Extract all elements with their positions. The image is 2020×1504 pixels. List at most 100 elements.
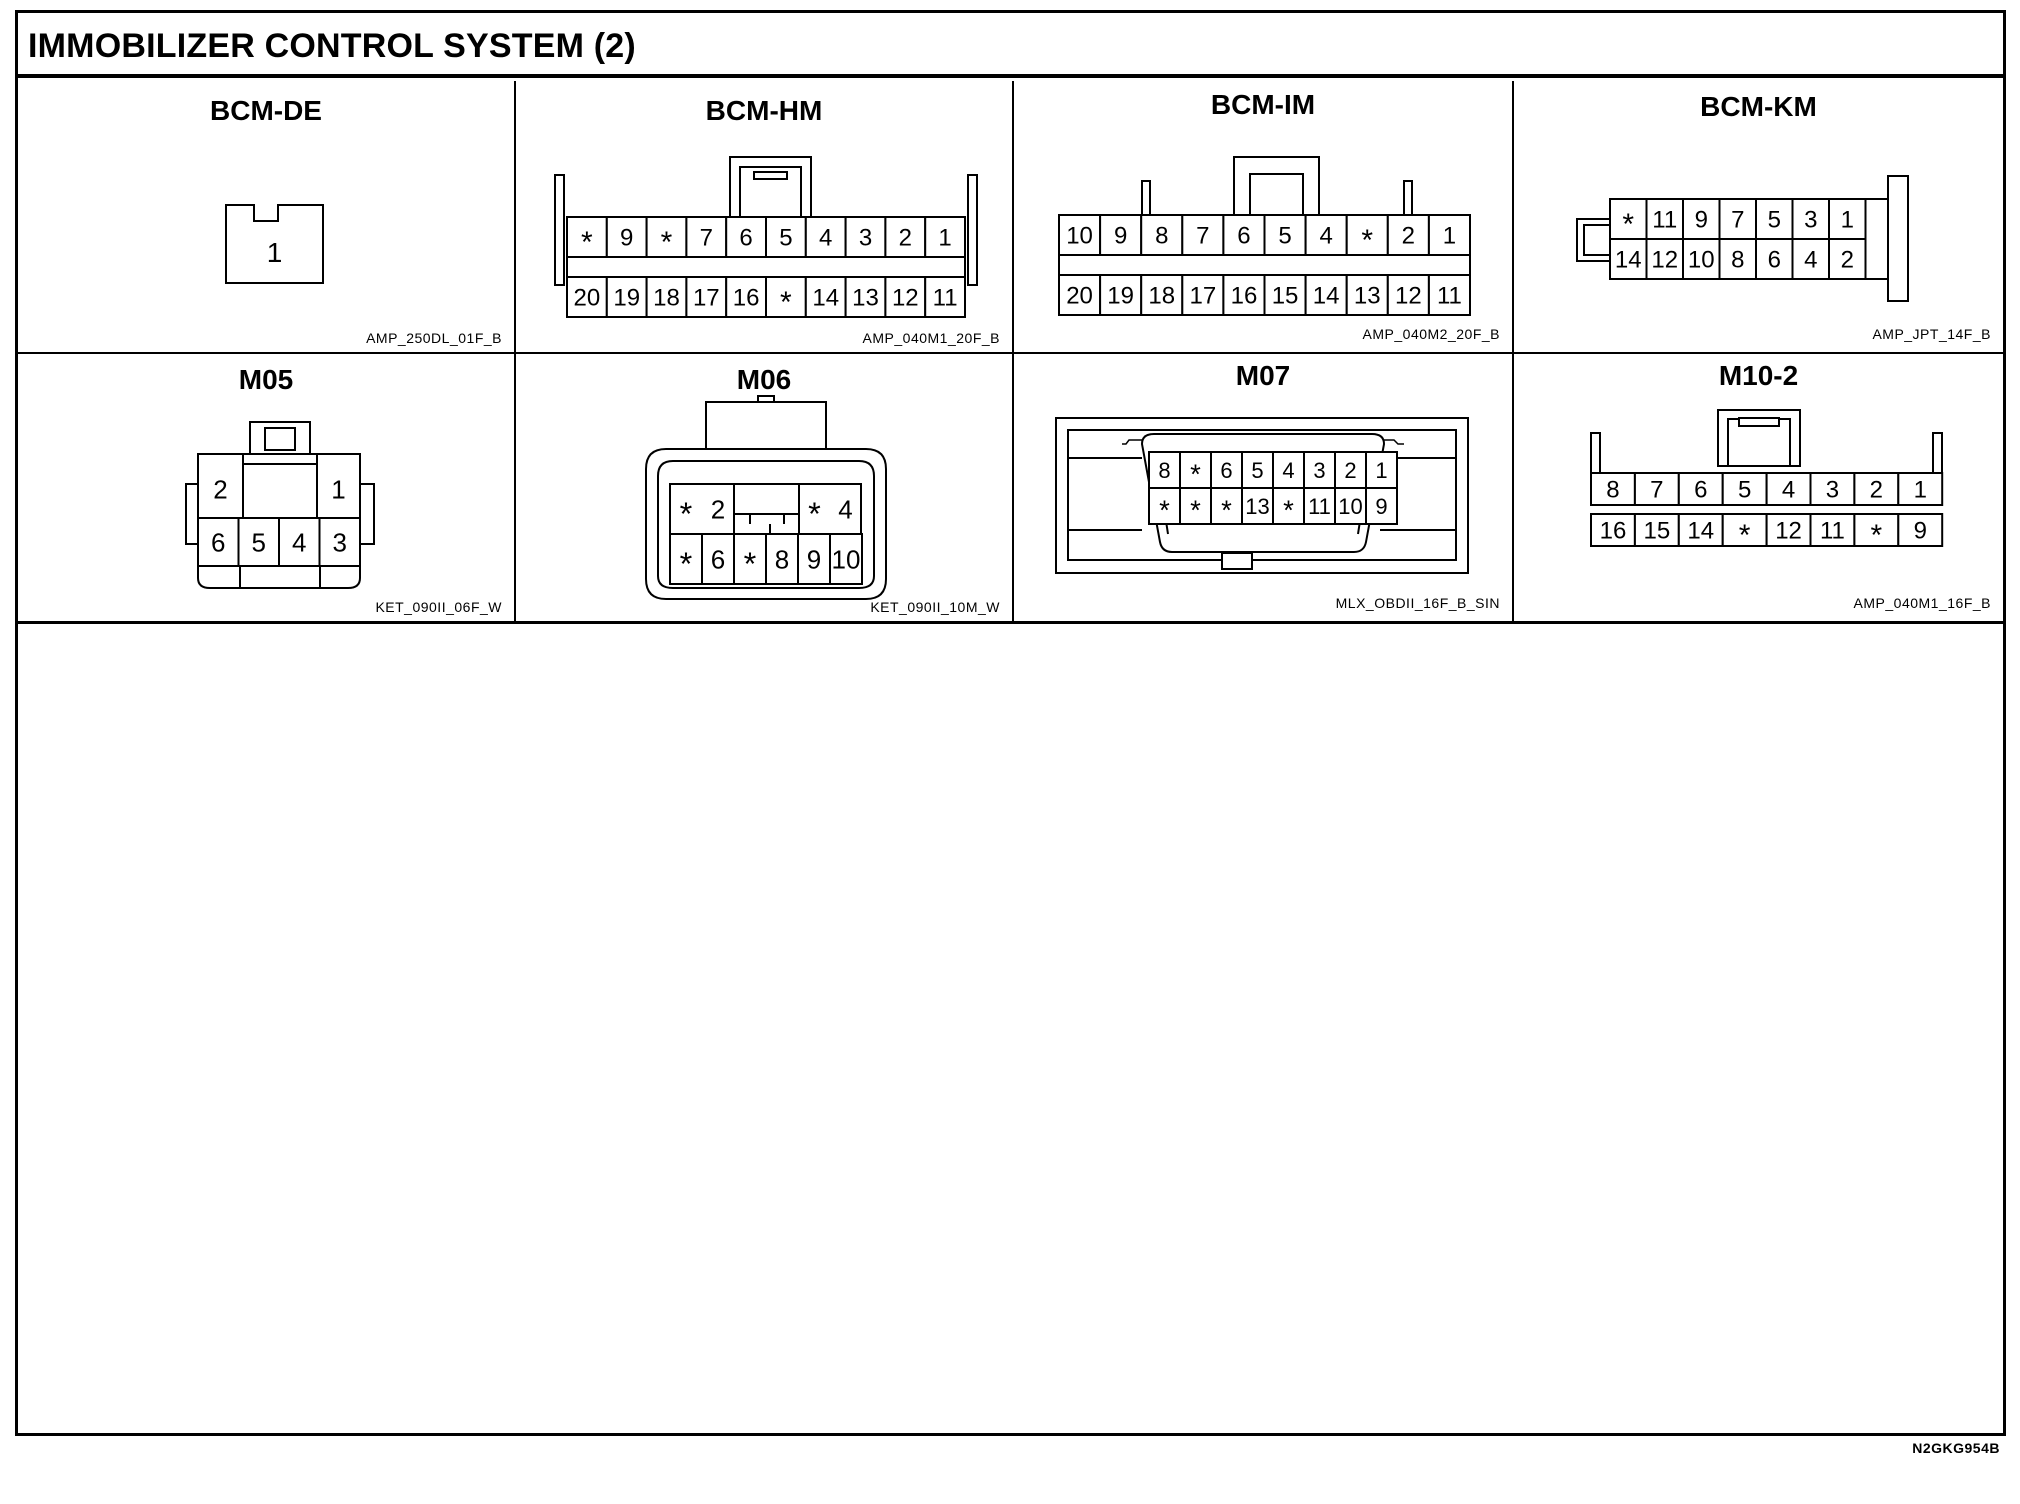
title-bar: IMMOBILIZER CONTROL SYSTEM (2) [18, 13, 2003, 78]
pin-cell [605, 216, 648, 258]
pin-label: * [808, 496, 821, 532]
pin-label: * [744, 546, 757, 582]
pin-cell [701, 533, 735, 585]
pin-label: 1 [1841, 207, 1854, 234]
pin-label: 5 [1768, 207, 1781, 234]
pin-label: 7 [700, 225, 713, 252]
pin-cell [1179, 487, 1212, 525]
pin-cell [237, 517, 280, 567]
pin-label: 20 [574, 285, 601, 312]
pin-label: 18 [653, 285, 680, 312]
pin-cell [1427, 214, 1471, 256]
pin-cell [566, 276, 608, 318]
pin-cell [1828, 238, 1867, 280]
connector-part-code: AMP_040M2_20F_B [1362, 326, 1500, 342]
connector-name: M05 [238, 364, 294, 395]
connector-outline [757, 395, 775, 403]
pin-label: 15 [1643, 518, 1670, 545]
pin-cell [844, 276, 887, 318]
pin-label: 13 [852, 285, 879, 312]
pin-label: * [1221, 495, 1232, 526]
pin-label: 5 [252, 527, 266, 557]
pin-label: 8 [775, 544, 789, 574]
pin-cell [1590, 472, 1636, 506]
pin-cell [725, 216, 767, 258]
pin-label: * [1871, 519, 1883, 552]
connector-outline [1068, 457, 1456, 531]
pin-cell [1263, 214, 1307, 256]
pin-cell [1609, 198, 1648, 240]
pin-cell [1263, 274, 1307, 316]
pin-cell [924, 216, 967, 258]
pin-label: * [1283, 495, 1294, 526]
connector-outline [1403, 180, 1413, 216]
pin-cell [1853, 513, 1900, 547]
pin-label: 8 [1155, 223, 1168, 250]
pin-label: 14 [1313, 283, 1340, 310]
connector-part-code: AMP_250DL_01F_B [366, 330, 502, 346]
pin-label: 6 [739, 225, 752, 252]
connector-outline [753, 171, 788, 180]
pin-label: 8 [1158, 458, 1170, 483]
diagram-frame: IMMOBILIZER CONTROL SYSTEM (2) BCM-DE 1 … [15, 10, 2006, 1436]
pin-label: 10 [1338, 494, 1362, 519]
pin-label: 6 [1237, 223, 1250, 250]
pin-cell [1765, 472, 1812, 506]
pin-cell [1241, 487, 1274, 525]
pin-label: 11 [933, 285, 958, 312]
pin-label: * [1159, 495, 1170, 526]
pin-label: 5 [779, 225, 792, 252]
pin-cell [1345, 214, 1389, 256]
pin-label: 2 [1841, 247, 1854, 274]
pin-label: 3 [333, 527, 347, 557]
connector-outline [239, 563, 321, 589]
pin-label: 4 [1319, 223, 1332, 250]
pin-label: 17 [693, 285, 720, 312]
pin-label: 3 [1804, 207, 1817, 234]
pin-label: * [581, 226, 593, 259]
pin-cell [1809, 513, 1856, 547]
pin-label: 14 [812, 285, 839, 312]
connector-part-code: MLX_OBDII_16F_B_SIN [1335, 595, 1500, 611]
pin-label: 7 [1650, 477, 1663, 504]
pin-label: 6 [1694, 477, 1707, 504]
pin-cell [685, 276, 728, 318]
pin-cell [1210, 487, 1243, 525]
pin-label: 6 [1768, 247, 1781, 274]
pin-label: 20 [1066, 283, 1093, 310]
pin-cell [1791, 238, 1830, 280]
pin-cell [1334, 487, 1367, 525]
pin-label: 4 [819, 225, 832, 252]
pin-label: * [1622, 208, 1634, 241]
pin-label: 16 [1600, 518, 1627, 545]
pin-label: 9 [620, 225, 633, 252]
pin-label: 2 [1870, 477, 1883, 504]
pin-label: 10 [1066, 223, 1093, 250]
connector-outline [1590, 432, 1601, 474]
pin-label: 14 [1615, 247, 1642, 274]
pin-label: 6 [711, 544, 725, 574]
pin-cell [1682, 238, 1721, 280]
connector-outline [749, 514, 785, 524]
pin-label: 1 [1914, 477, 1927, 504]
pin-cell [1365, 487, 1398, 525]
pin-cell [1304, 274, 1348, 316]
pin-cell [804, 216, 847, 258]
pin-label: * [680, 546, 693, 582]
pin-cell [669, 533, 703, 585]
connector-outline [657, 460, 875, 589]
pin-cell [797, 533, 831, 585]
pin-cell [844, 216, 887, 258]
pin-label: 11 [1820, 518, 1845, 545]
pin-label: 10 [1688, 247, 1715, 274]
pin-label: 6 [211, 527, 225, 557]
connector-name: BCM-HM [705, 95, 823, 126]
pin-label: * [1739, 519, 1751, 552]
pin-cell [1809, 472, 1856, 506]
connector-name: M06 [736, 364, 792, 395]
